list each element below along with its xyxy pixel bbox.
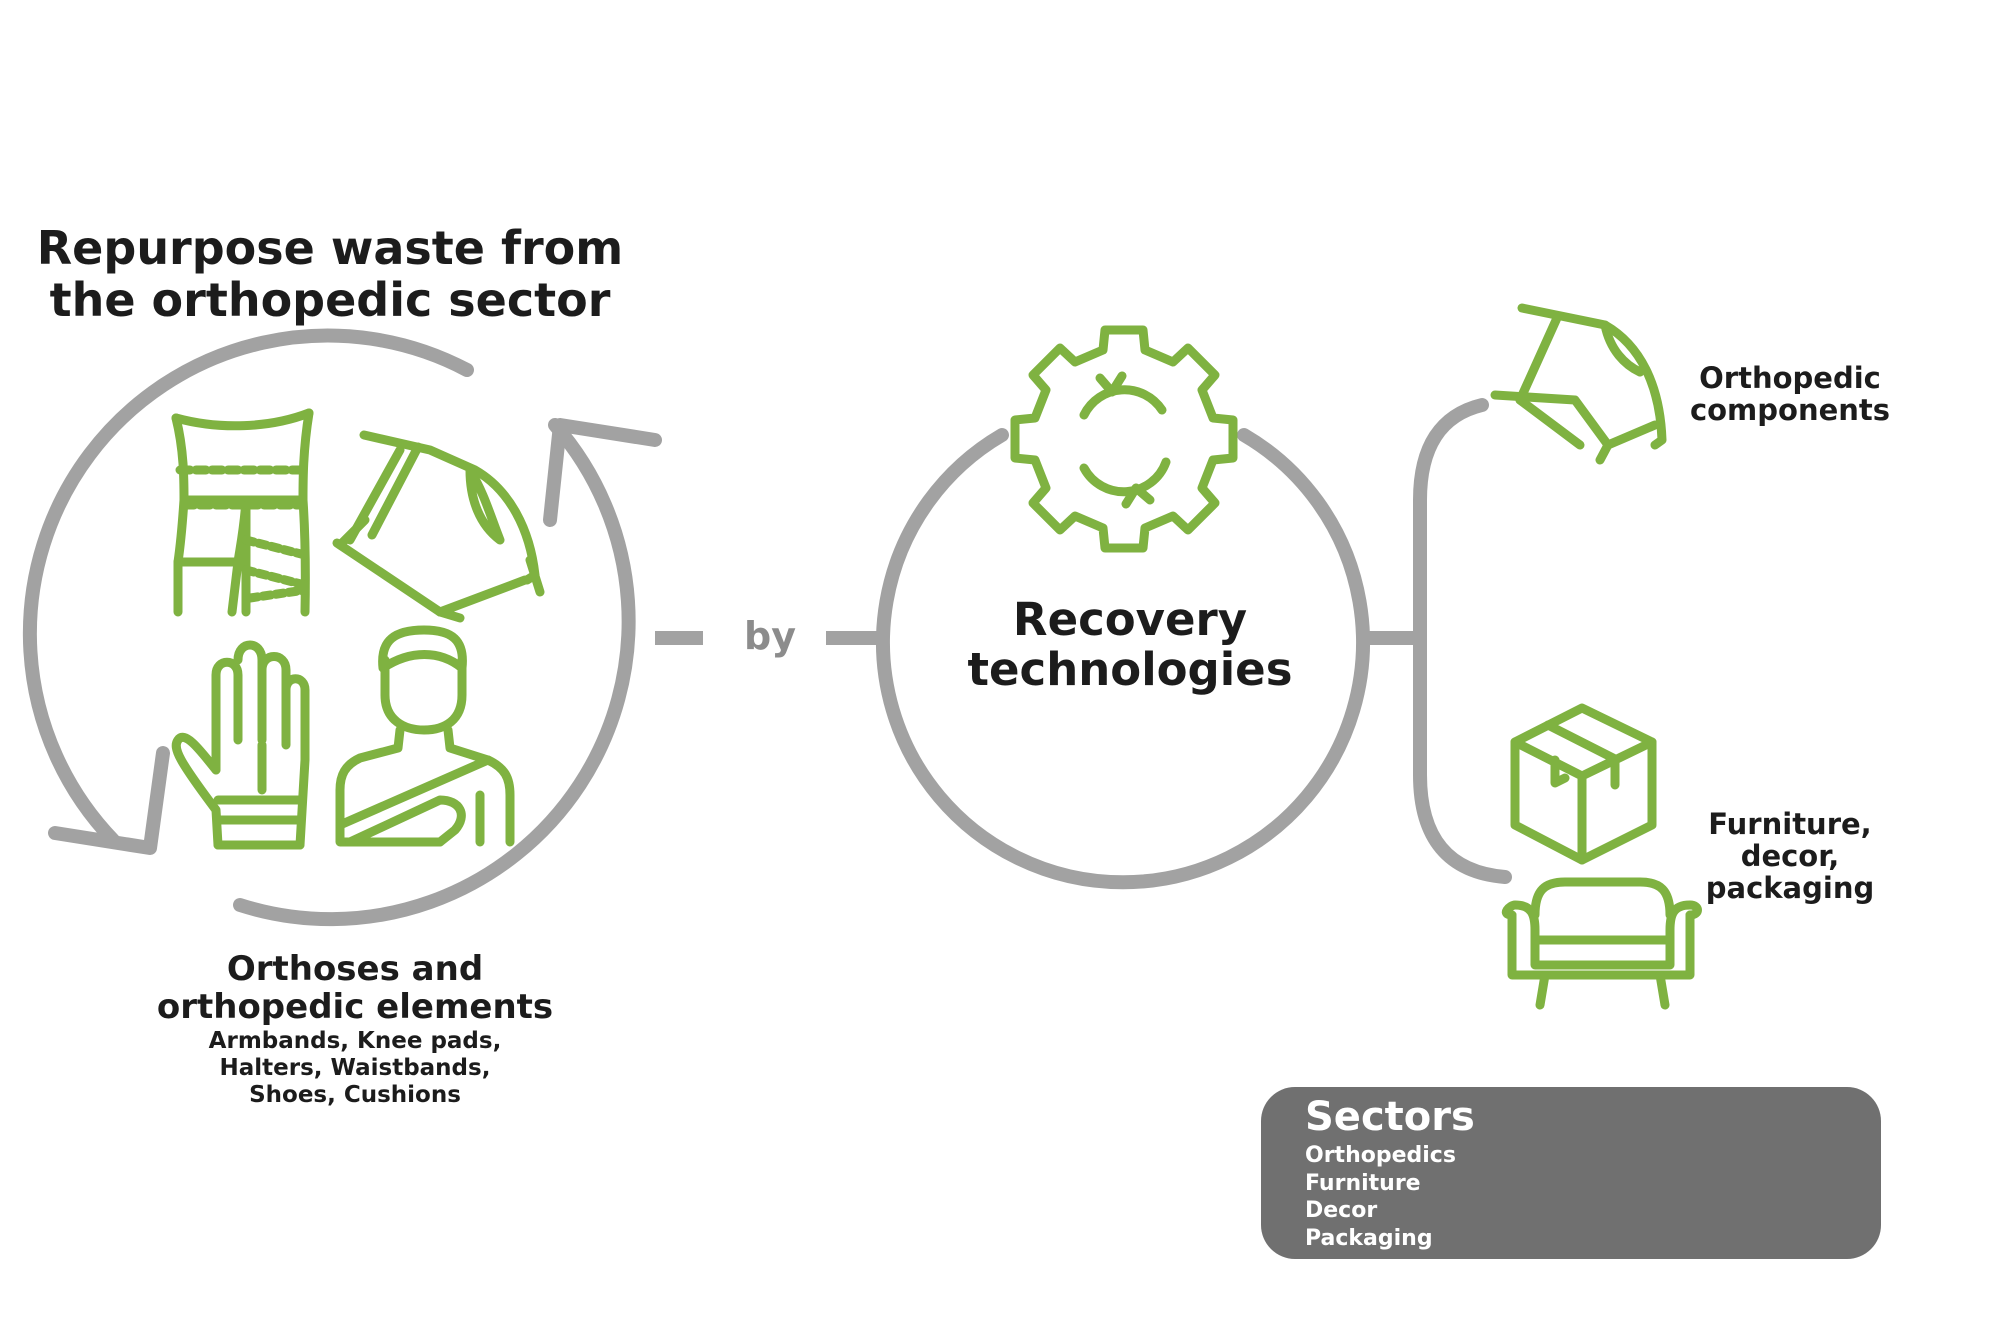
branch-bracket [1413, 398, 1512, 884]
output-1-line-1: Orthopedic [1699, 361, 1881, 395]
connector-label: by [744, 614, 796, 658]
title-line-2: the orthopedic sector [49, 273, 611, 327]
output-2-line-2: decor, [1740, 839, 1840, 873]
knee-pad-icon [332, 430, 545, 623]
sector-item: Orthopedics [1305, 1143, 1456, 1168]
sectors-list: Orthopedics Furniture Decor Packaging [1305, 1142, 1456, 1252]
output-furniture-decor-packaging: Furniture, decor, packaging [1670, 808, 1910, 904]
center-line-2: technologies [967, 643, 1293, 696]
sector-item: Furniture [1305, 1170, 1421, 1196]
sectors-panel [1261, 1087, 1881, 1259]
arm-sling-icon [335, 625, 515, 847]
cycle-label-line-1: Orthoses and [226, 949, 484, 989]
output-knee-pad-icon [1490, 303, 1667, 465]
cycle-label-line-2: orthopedic elements [156, 987, 554, 1027]
output-1-line-2: components [1689, 393, 1891, 427]
cycle-arrowhead-right [543, 418, 662, 527]
output-2-line-1: Furniture, [1708, 807, 1872, 841]
cycle-arc-bottom [233, 418, 636, 927]
recovery-circle-arc [876, 428, 1370, 890]
output-2-line-3: packaging [1705, 871, 1875, 905]
glove-brace-icon [171, 640, 310, 850]
connectors [655, 398, 1512, 890]
title-line-1: Repurpose waste from [36, 221, 624, 275]
cycle-examples: Armbands, Knee pads, Halters, Waistbands… [150, 1028, 560, 1109]
sector-item: Decor [1305, 1198, 1378, 1223]
output-box-icon [1510, 703, 1657, 865]
waistband-icon [171, 408, 314, 617]
cycle-example-1: Armbands, Knee pads, [208, 1028, 502, 1054]
cycle-example-3: Shoes, Cushions [249, 1082, 461, 1108]
sectors-title: Sectors [1305, 1094, 1475, 1140]
output-armchair-icon [1501, 877, 1702, 1010]
cycle-arc-top [22, 328, 474, 847]
sector-item: Packaging [1305, 1225, 1433, 1251]
cycle-arrowhead-left [48, 746, 170, 855]
center-line-1: Recovery [1012, 593, 1248, 646]
cycle-arrows [22, 328, 662, 927]
output-orthopedic-components: Orthopedic components [1670, 362, 1910, 426]
page-title: Repurpose waste from the orthopedic sect… [20, 222, 640, 326]
cycle-label: Orthoses and orthopedic elements [130, 950, 580, 1026]
cycle-example-2: Halters, Waistbands, [219, 1055, 491, 1081]
gear-recycle-icon [1010, 325, 1238, 553]
recovery-technologies-label: Recovery technologies [900, 595, 1360, 695]
